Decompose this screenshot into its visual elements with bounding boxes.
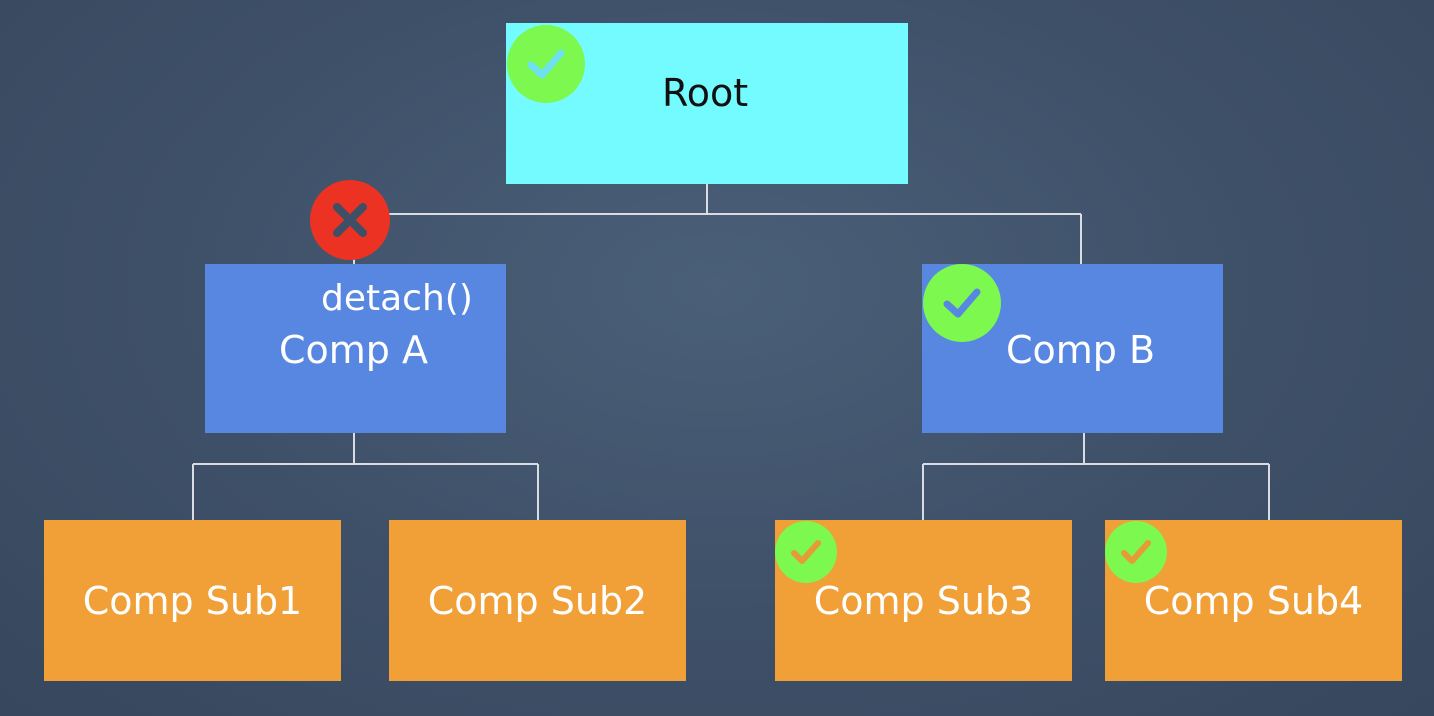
node-comp-sub1: Comp Sub1 (44, 520, 341, 681)
comp-a-cross-icon (310, 180, 390, 260)
sub4-check-icon (1105, 521, 1167, 583)
comp-b-check-icon (923, 264, 1001, 342)
node-comp-a-label: Comp A (279, 328, 428, 372)
node-comp-a-method: detach() (321, 278, 473, 319)
node-root-label: Root (662, 71, 749, 115)
node-comp-sub4-label: Comp Sub4 (1143, 578, 1364, 623)
node-comp-sub2: Comp Sub2 (389, 520, 686, 681)
node-comp-sub3-label: Comp Sub3 (813, 578, 1034, 623)
node-comp-a: detach() Comp A (205, 264, 506, 433)
sub3-check-icon (775, 521, 837, 583)
node-comp-sub1-label: Comp Sub1 (82, 578, 303, 623)
node-comp-sub2-label: Comp Sub2 (427, 578, 648, 623)
node-comp-b-label: Comp B (1006, 328, 1156, 372)
root-check-icon (507, 25, 585, 103)
